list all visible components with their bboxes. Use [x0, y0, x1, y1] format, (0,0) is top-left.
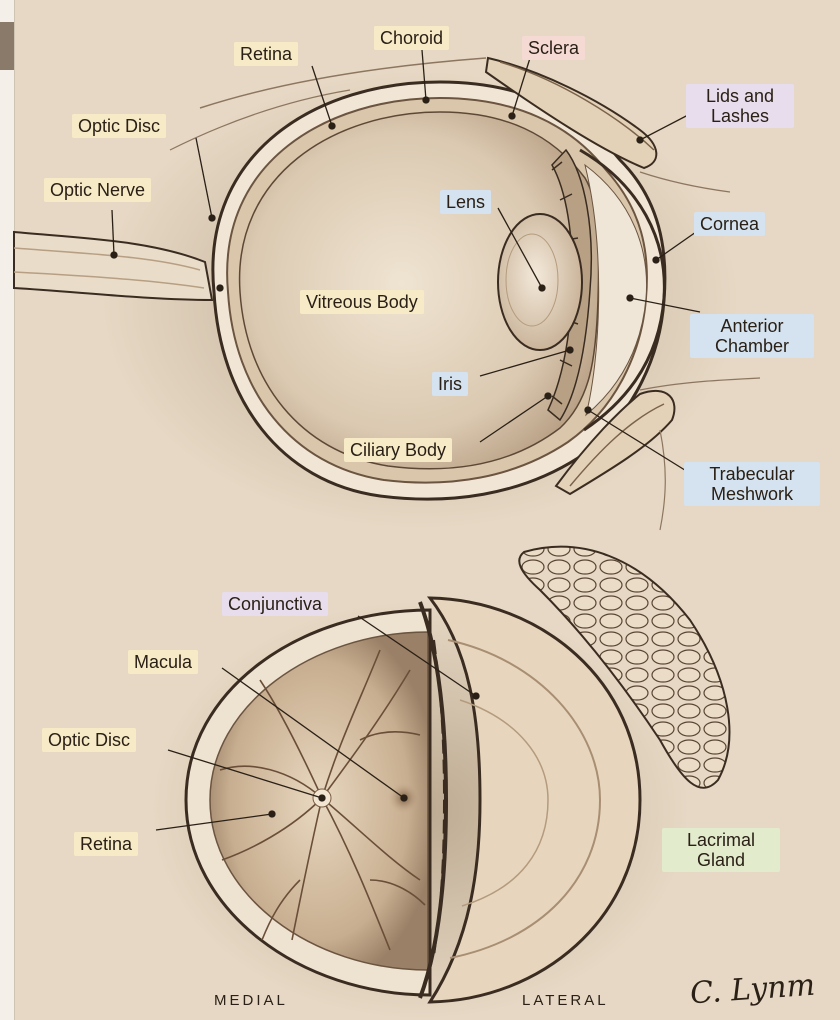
label-retina-bottom: Retina — [74, 832, 138, 856]
label-sclera: Sclera — [522, 36, 585, 60]
label-conjunctiva: Conjunctiva — [222, 592, 328, 616]
label-lateral: LATERAL — [522, 992, 609, 1009]
label-iris: Iris — [432, 372, 468, 396]
label-optic-disc-bottom: Optic Disc — [42, 728, 136, 752]
label-optic-nerve: Optic Nerve — [44, 178, 151, 202]
label-lens: Lens — [440, 190, 491, 214]
label-trabecular-meshwork: Trabecular Meshwork — [684, 462, 820, 506]
label-lids-and-lashes: Lids and Lashes — [686, 84, 794, 128]
label-ciliary-body: Ciliary Body — [344, 438, 452, 462]
label-optic-disc-top: Optic Disc — [72, 114, 166, 138]
label-retina-top: Retina — [234, 42, 298, 66]
label-lacrimal-gland: Lacrimal Gland — [662, 828, 780, 872]
label-vitreous-body: Vitreous Body — [300, 290, 424, 314]
label-cornea: Cornea — [694, 212, 765, 236]
label-medial: MEDIAL — [214, 992, 288, 1009]
label-macula: Macula — [128, 650, 198, 674]
label-choroid: Choroid — [374, 26, 449, 50]
bottom-eye-cutaway — [150, 547, 729, 1020]
label-anterior-chamber: Anterior Chamber — [690, 314, 814, 358]
lens-shape — [498, 214, 582, 350]
